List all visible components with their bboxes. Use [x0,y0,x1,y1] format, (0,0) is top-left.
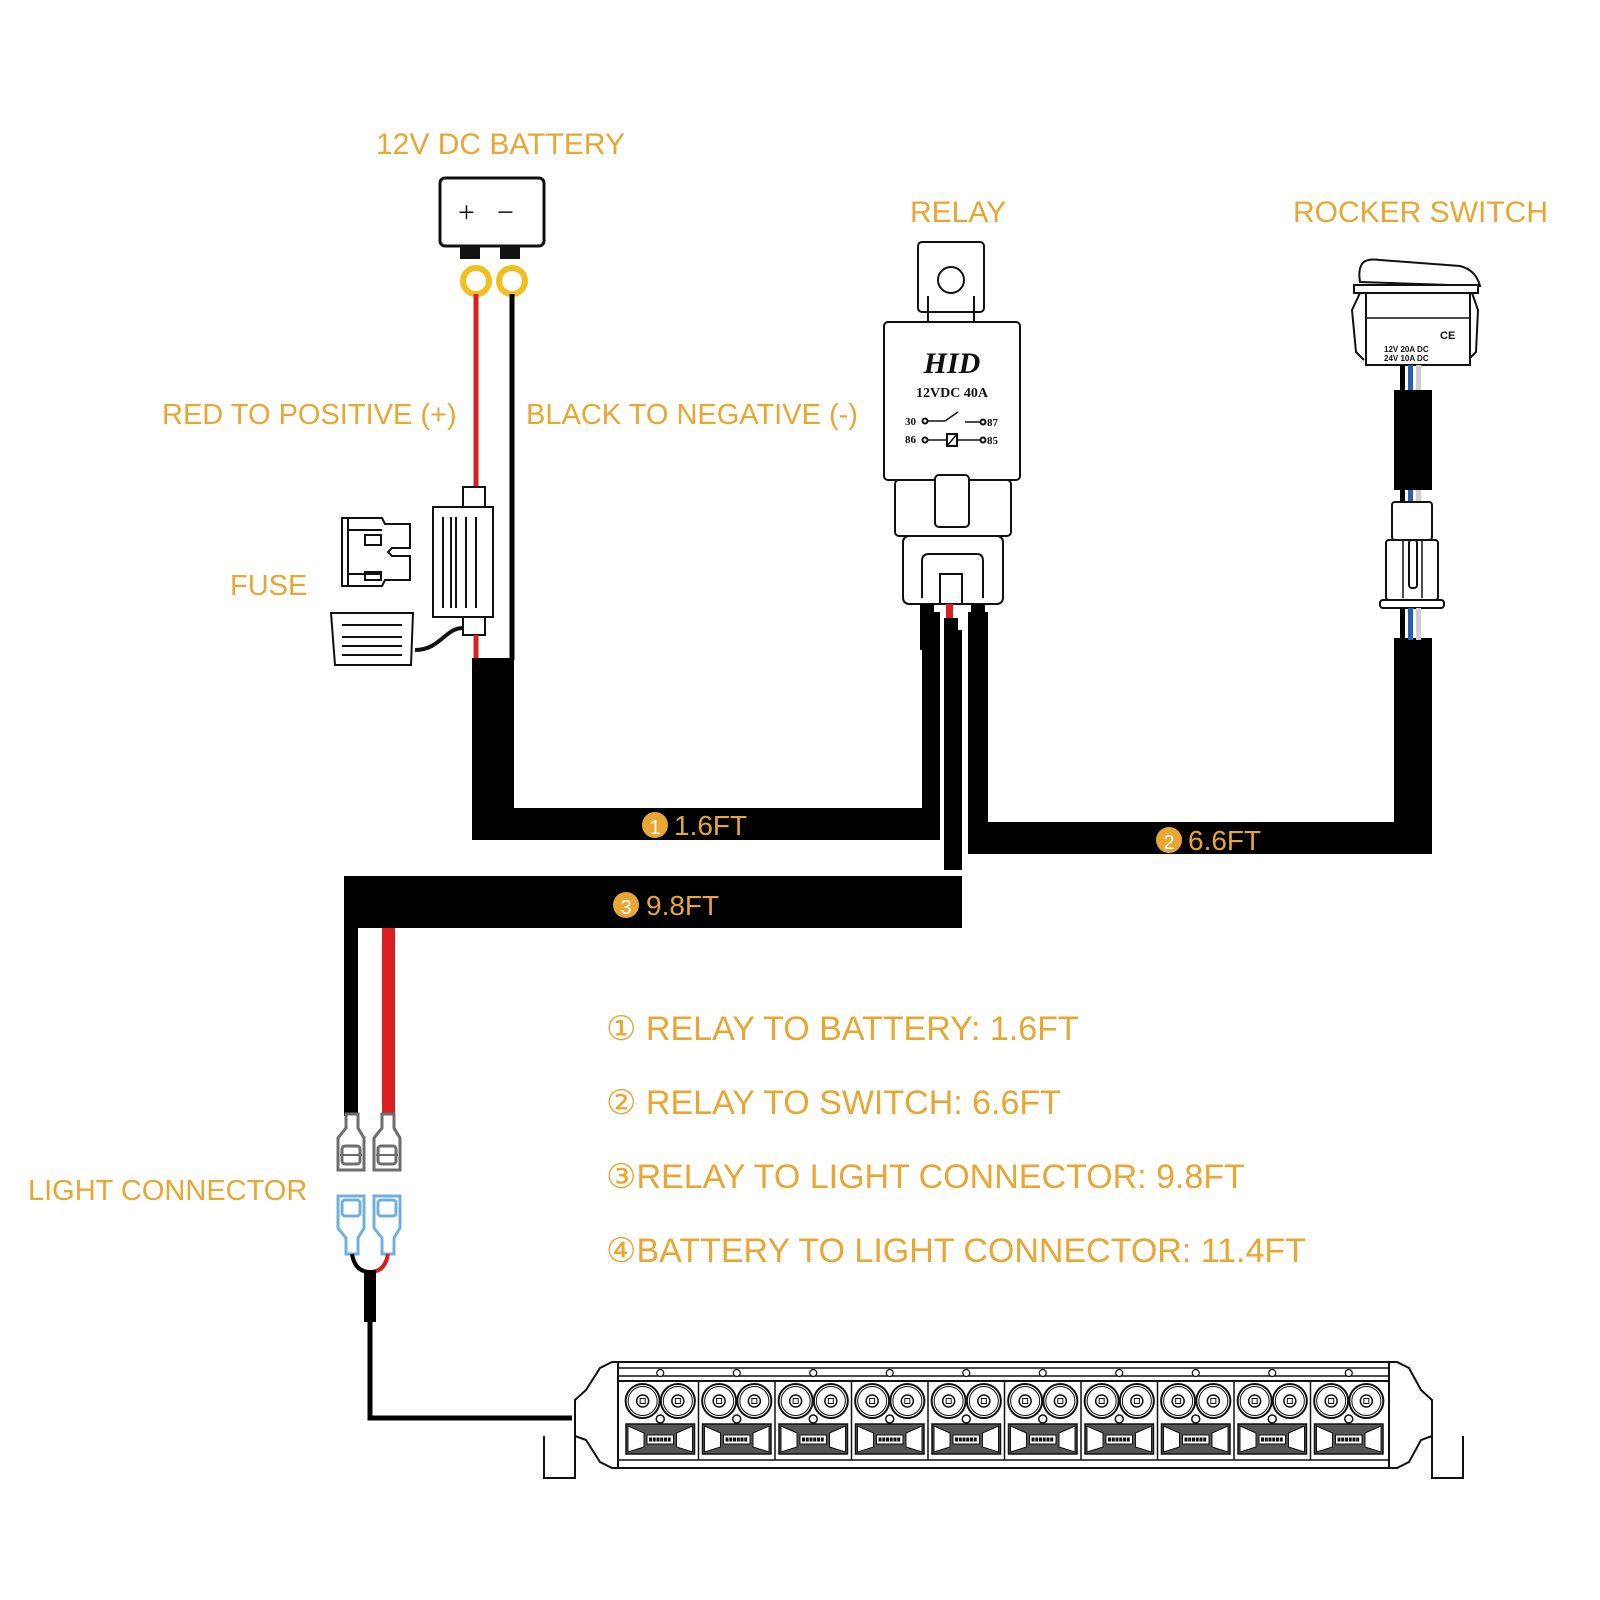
battery-icon: + − [438,176,546,259]
circle-number-3-icon [613,892,639,918]
harness-segment-1 [472,612,940,840]
harness-segment-3 [344,630,962,1116]
gray-terminal-black [336,1112,366,1172]
svg-text:3: 3 [620,897,631,919]
switch-connector-icon [1379,501,1445,640]
segment-2-length: 6.6FT [1188,825,1261,856]
svg-text:2: 2 [1163,832,1174,854]
led-module [1156,1368,1232,1460]
relay-brand: HID [923,347,981,380]
ce-mark: CE [1440,330,1455,342]
led-module [1309,1368,1385,1460]
legend-item-1: ① RELAY TO BATTERY: 1.6FT [606,1010,1079,1048]
ring-terminal-negative [496,265,528,297]
rocker-switch-label: ROCKER SWITCH [1293,196,1548,229]
switch-rating-1: 12V 20A DC [1384,345,1429,354]
led-module [850,1368,926,1460]
rocker-switch-icon: CE 12V 20A DC 24V 10A DC [1350,258,1482,366]
battery-label: 12V DC BATTERY [376,128,625,161]
svg-text:30: 30 [905,416,917,428]
led-module [1233,1368,1308,1460]
segment-2-tag: 2 6.6FT [1156,825,1261,856]
blue-terminal-black [336,1194,366,1256]
led-module [1080,1368,1155,1460]
harness-segment-2 [968,612,1432,854]
led-module [774,1368,849,1460]
segment-1-tag: 1 1.6FT [642,810,747,841]
battery-plus: + [458,196,475,229]
relay-label: RELAY [910,196,1006,229]
legend-item-3: ③RELAY TO LIGHT CONNECTOR: 9.8FT [606,1158,1245,1196]
fuse-holder-icon [414,486,494,660]
segment-3-tag: 3 9.8FT [613,890,719,921]
circle-number-2-icon [1156,827,1182,853]
svg-text:87: 87 [987,417,999,429]
red-wire-label: RED TO POSITIVE (+) [162,399,457,431]
blue-terminal-red [372,1194,402,1256]
light-connector-label: LIGHT CONNECTOR [28,1175,307,1207]
legend-item-4: ④BATTERY TO LIGHT CONNECTOR: 11.4FT [606,1232,1306,1270]
fuse-cap-icon [329,612,415,666]
led-module [1003,1368,1079,1460]
gray-terminal-red [372,1112,402,1172]
led-module [624,1368,696,1455]
led-module [927,1368,1002,1460]
length-legend: ① RELAY TO BATTERY: 1.6FT ② RELAY TO SWI… [606,1010,1306,1270]
black-wire-label: BLACK TO NEGATIVE (-) [526,399,858,431]
switch-wires [1394,365,1432,502]
svg-text:86: 86 [905,434,917,446]
segment-1-length: 1.6FT [674,810,747,841]
led-light-bar-icon [543,1361,1464,1479]
fuse-label: FUSE [230,570,307,602]
relay-icon: HID 12VDC 40A 30 87 86 85 [883,241,1021,650]
ring-terminal-positive [460,265,492,297]
relay-rating: 12VDC 40A [916,386,989,401]
circle-number-1-icon [642,812,668,838]
led-module [697,1368,773,1460]
legend-item-2: ② RELAY TO SWITCH: 6.6FT [606,1084,1061,1122]
segment-3-length: 9.8FT [646,890,719,921]
svg-text:1: 1 [649,817,660,839]
svg-text:85: 85 [987,435,999,447]
switch-rating-2: 24V 10A DC [1384,354,1429,363]
light-connector-icon [336,1112,572,1421]
battery-minus: − [497,196,514,229]
blade-fuse-icon [341,517,411,587]
